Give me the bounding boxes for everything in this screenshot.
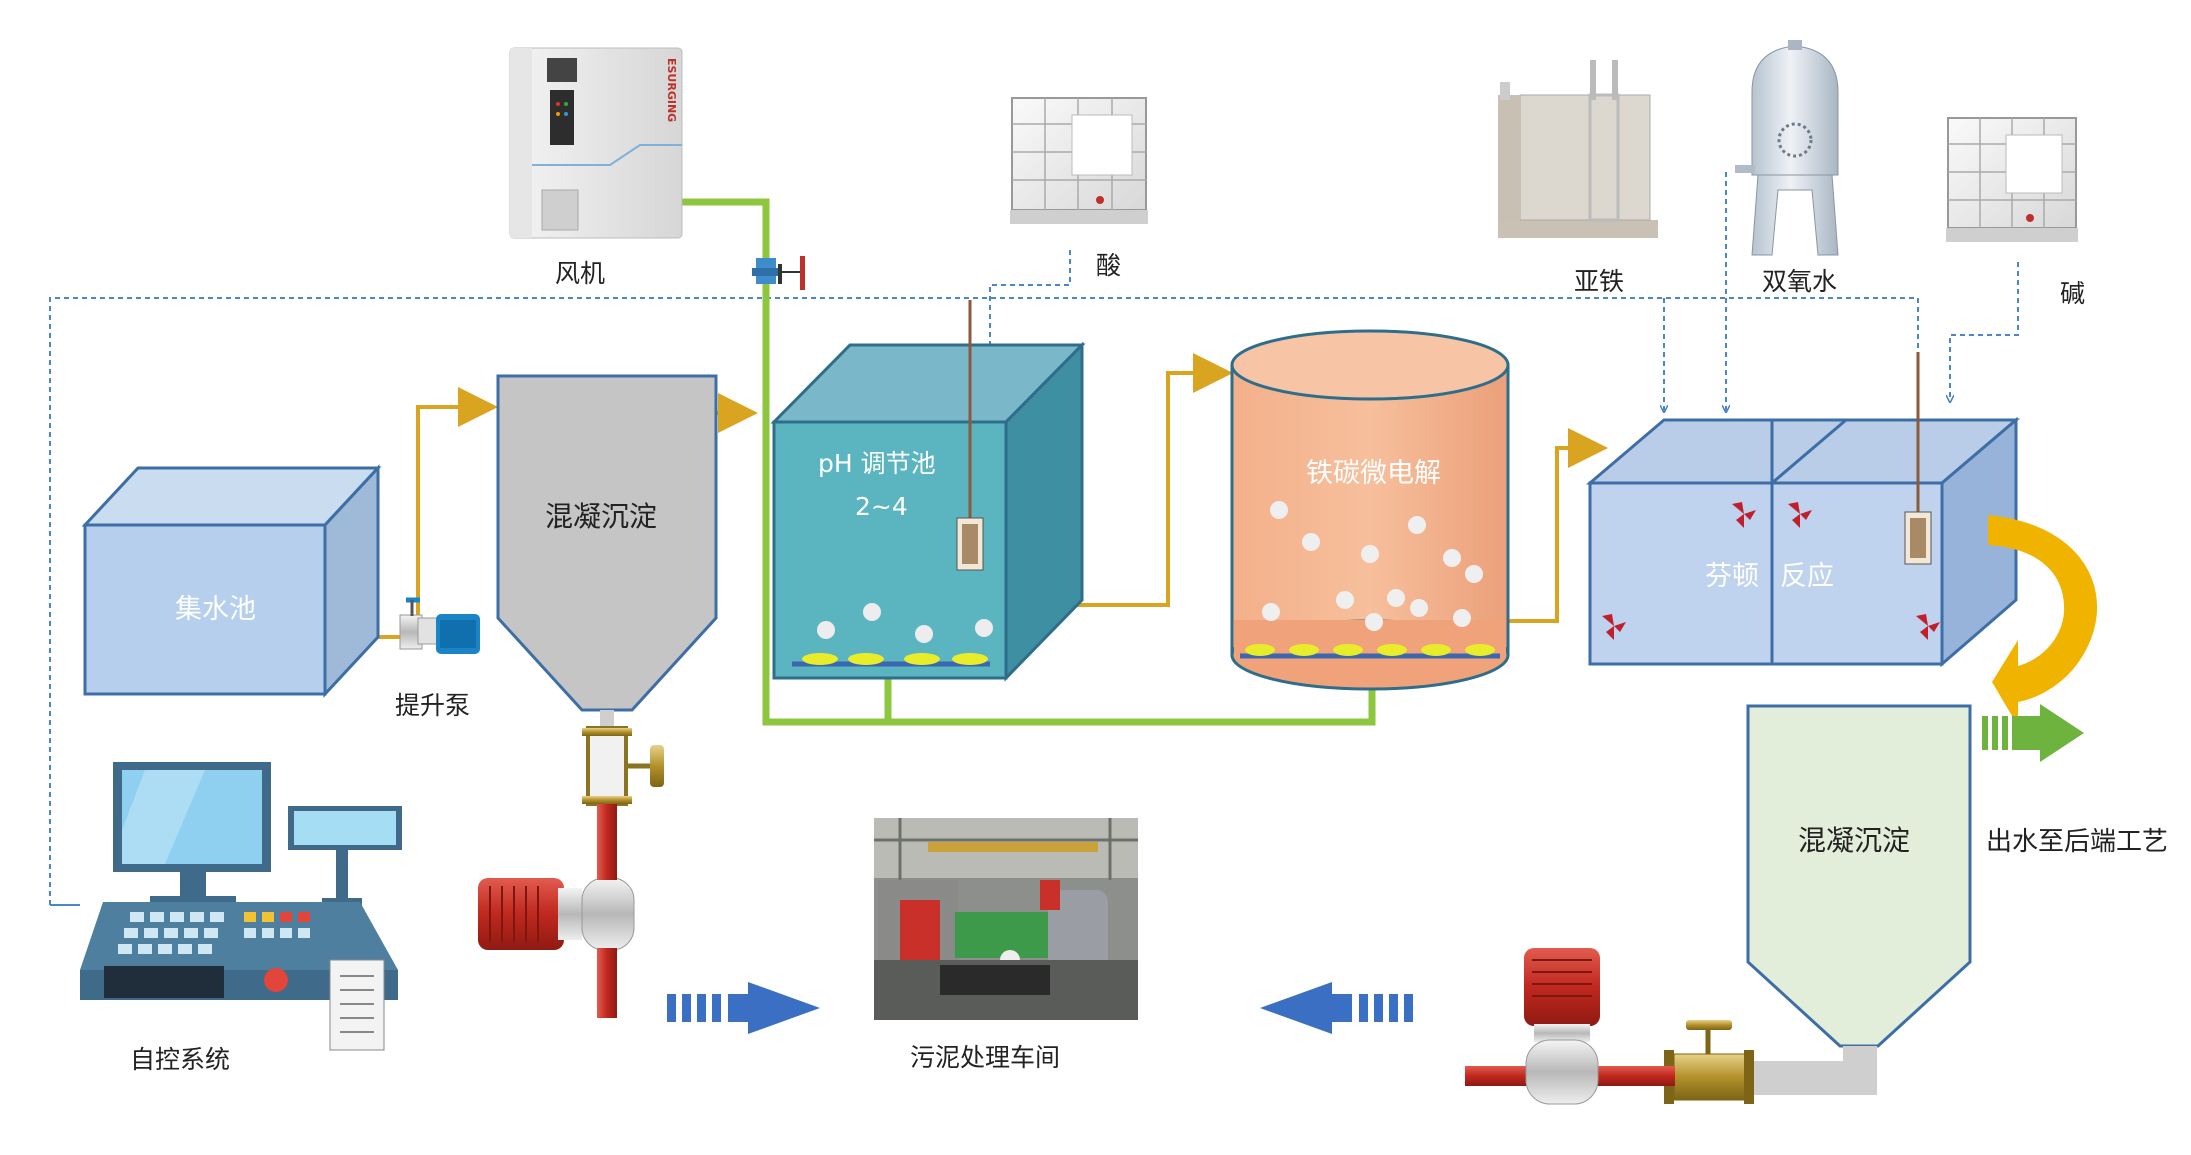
sed2-sludge-pipe (1740, 1046, 1877, 1095)
ferrous-label: 亚铁 (1574, 267, 1624, 296)
acid-ibc-tank (1010, 97, 1148, 224)
effluent-label: 出水至后端工艺 (1986, 827, 2168, 857)
blower-unit: ESURGING (509, 47, 683, 239)
ph-tank-title: pH 调节池 (818, 449, 936, 478)
auto-control-label: 自控系统 (130, 1045, 230, 1074)
lift-pump (399, 597, 480, 654)
sludge-arrow-right (1260, 982, 1413, 1034)
control-computer (80, 762, 402, 1051)
effluent-arrow (1982, 704, 2084, 762)
blower-brand-label: ESURGING (665, 58, 678, 122)
coag-sed-tank-2 (1746, 704, 1972, 1048)
sludge-pump-1 (478, 852, 635, 1018)
peroxide-label: 双氧水 (1762, 267, 1837, 296)
acid-label: 酸 (1096, 251, 1121, 280)
sludge-workshop-label: 污泥处理车间 (910, 1043, 1060, 1072)
peroxide-tank (1735, 40, 1839, 256)
fenton-label-left: 芬顿 (1705, 561, 1759, 592)
blower-label: 风机 (555, 259, 605, 288)
sludge-valve-1 (582, 710, 664, 852)
water-flow-pipes (378, 353, 1608, 639)
ph-adjustment-tank (770, 300, 1086, 682)
sludge-workshop-photo (874, 818, 1138, 1020)
fenton-reactor (1585, 352, 2021, 668)
fenton-transfer-arrow (1988, 515, 2098, 726)
coag-sed-2-label: 混凝沉淀 (1798, 824, 1910, 857)
air-valve (752, 256, 805, 290)
coag-sed-tank-1 (496, 374, 718, 712)
collection-tank (81, 464, 382, 698)
sludge-arrow-left (667, 982, 820, 1034)
iron-carbon-reactor (1230, 329, 1510, 691)
ferrous-storage-tank (1498, 60, 1658, 238)
iron-carbon-label: 铁碳微电解 (1306, 458, 1441, 489)
sludge-valve-2 (1664, 1020, 1754, 1104)
alkali-label: 碱 (2060, 279, 2085, 308)
coag-sed-1-label: 混凝沉淀 (545, 500, 657, 533)
collection-tank-label: 集水池 (175, 594, 256, 625)
fenton-label-right: 反应 (1780, 561, 1834, 592)
fenton-mixer-icons (1602, 502, 1940, 640)
sludge-pump-2 (1465, 948, 1675, 1105)
ph-tank-range: 2~4 (855, 492, 908, 521)
lift-pump-label: 提升泵 (395, 691, 470, 720)
control-signal-lines (49, 172, 2019, 905)
alkali-ibc-tank (1946, 117, 2078, 242)
